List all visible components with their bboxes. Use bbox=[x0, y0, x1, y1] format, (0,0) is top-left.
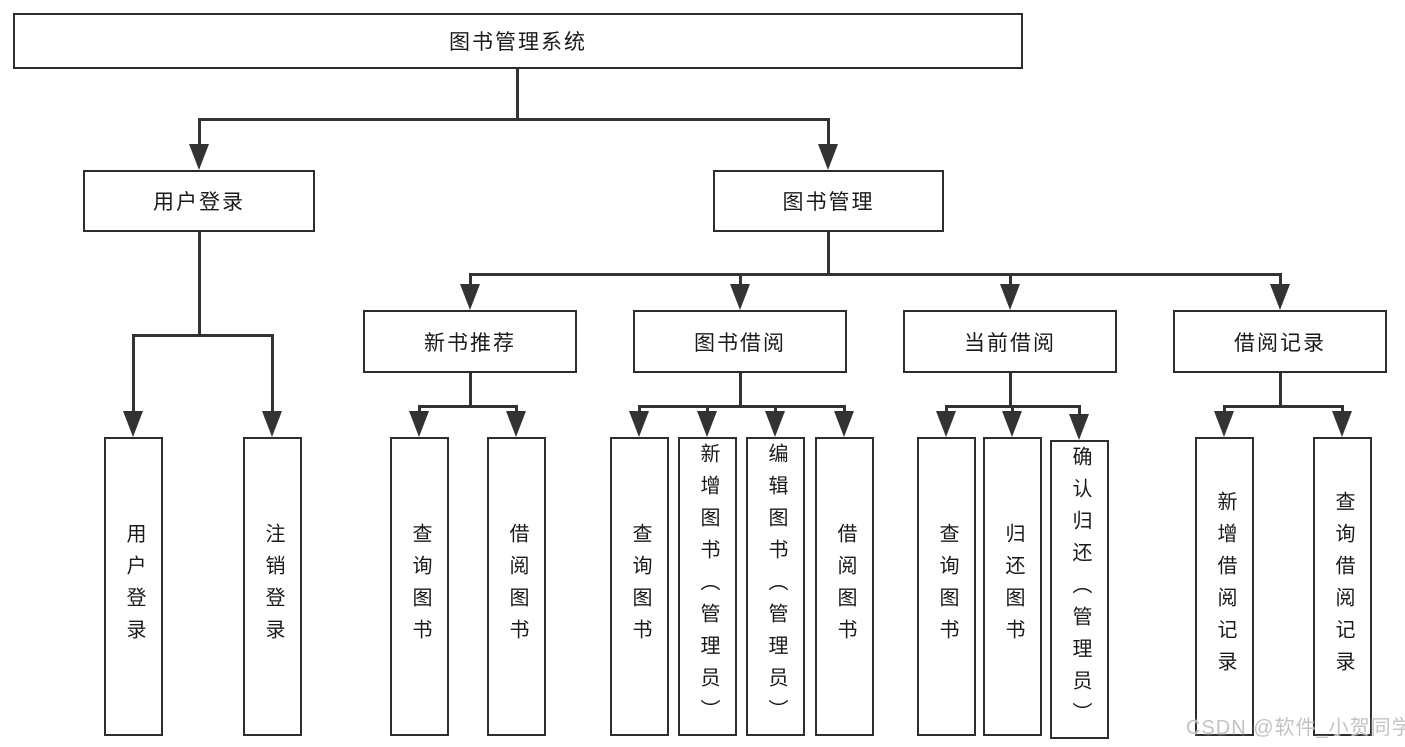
node-borrow-books: 借阅图书 bbox=[815, 437, 874, 736]
connector-line bbox=[1279, 276, 1282, 286]
connector-line bbox=[132, 334, 274, 337]
node-borrowing-records: 借阅记录 bbox=[1173, 310, 1387, 373]
node-confirm-return-admin: 确认归还（管理员） bbox=[1050, 440, 1109, 739]
arrow-down-icon bbox=[189, 144, 209, 170]
node-label: 图书管理 bbox=[782, 191, 875, 214]
connector-line bbox=[198, 232, 201, 334]
connector-line bbox=[945, 405, 1081, 408]
node-library-management-system: 图书管理系统 bbox=[13, 13, 1023, 69]
node-query-books-current: 查询图书 bbox=[917, 437, 976, 736]
arrow-down-icon bbox=[460, 284, 480, 310]
node-label: 借阅图书 bbox=[506, 522, 528, 651]
arrow-down-icon bbox=[123, 411, 143, 437]
connector-line bbox=[739, 276, 742, 286]
node-add-books-admin: 新增图书（管理员） bbox=[678, 437, 737, 736]
arrow-down-icon bbox=[629, 411, 649, 437]
connector-line bbox=[1279, 373, 1282, 405]
node-label: 新增图书（管理员） bbox=[697, 442, 719, 731]
connector-line bbox=[198, 118, 830, 121]
csdn-watermark: CSDN @软件_小贺同学 bbox=[1186, 717, 1405, 739]
node-label: 编辑图书（管理员） bbox=[765, 442, 787, 731]
node-label: 用户登录 bbox=[153, 191, 245, 214]
arrow-down-icon bbox=[409, 411, 429, 437]
connector-line bbox=[739, 373, 742, 405]
arrow-down-icon bbox=[1332, 411, 1352, 437]
arrow-down-icon bbox=[1000, 284, 1020, 310]
node-borrow-books-recommend: 借阅图书 bbox=[487, 437, 546, 736]
node-label: 查询图书 bbox=[936, 522, 958, 651]
arrow-down-icon bbox=[834, 411, 854, 437]
arrow-down-icon bbox=[730, 284, 750, 310]
node-add-borrow-record: 新增借阅记录 bbox=[1195, 437, 1254, 736]
node-label: 注销登录 bbox=[262, 522, 284, 651]
node-label: 查询图书 bbox=[409, 522, 431, 651]
connector-line bbox=[469, 273, 1282, 276]
node-logout: 注销登录 bbox=[243, 437, 302, 736]
node-label: 借阅记录 bbox=[1234, 331, 1326, 355]
arrow-down-icon bbox=[1270, 284, 1290, 310]
node-return-books: 归还图书 bbox=[983, 437, 1042, 736]
connector-line bbox=[198, 121, 201, 146]
arrow-down-icon bbox=[936, 411, 956, 437]
connector-line bbox=[516, 69, 519, 121]
node-label: 新书推荐 bbox=[424, 331, 516, 355]
connector-line bbox=[132, 337, 135, 413]
arrow-down-icon bbox=[818, 144, 838, 170]
node-label: 新增借阅记录 bbox=[1214, 490, 1236, 683]
arrow-down-icon bbox=[1214, 411, 1234, 437]
node-label: 当前借阅 bbox=[964, 331, 1056, 355]
node-new-book-recommendation: 新书推荐 bbox=[363, 310, 577, 373]
node-label: 查询图书 bbox=[629, 522, 651, 651]
node-label: 归还图书 bbox=[1002, 522, 1024, 651]
connector-line bbox=[469, 373, 472, 405]
node-query-books-borrow: 查询图书 bbox=[610, 437, 669, 736]
node-edit-books-admin: 编辑图书（管理员） bbox=[746, 437, 805, 736]
arrow-down-icon bbox=[506, 411, 526, 437]
connector-line bbox=[1078, 408, 1081, 414]
node-book-management: 图书管理 bbox=[713, 170, 944, 232]
node-label: 查询借阅记录 bbox=[1332, 490, 1354, 683]
arrow-down-icon bbox=[765, 411, 785, 437]
node-user-login-group: 用户登录 bbox=[83, 170, 315, 232]
connector-line bbox=[469, 276, 472, 286]
connector-line bbox=[827, 232, 830, 273]
arrow-down-icon bbox=[1002, 411, 1022, 437]
arrow-down-icon bbox=[697, 411, 717, 437]
arrow-down-icon bbox=[1069, 414, 1089, 440]
node-query-books-recommend: 查询图书 bbox=[390, 437, 449, 736]
node-label: 确认归还（管理员） bbox=[1069, 445, 1091, 734]
connector-line bbox=[271, 337, 274, 413]
node-user-login: 用户登录 bbox=[104, 437, 163, 736]
connector-line bbox=[1223, 405, 1344, 408]
node-label: 图书借阅 bbox=[694, 331, 786, 355]
node-book-borrowing: 图书借阅 bbox=[633, 310, 847, 373]
connector-line bbox=[1009, 276, 1012, 286]
node-label: 用户登录 bbox=[123, 522, 145, 651]
node-label: 图书管理系统 bbox=[449, 31, 587, 54]
node-query-borrow-record: 查询借阅记录 bbox=[1313, 437, 1372, 736]
node-label: 借阅图书 bbox=[834, 522, 856, 651]
node-current-borrowing: 当前借阅 bbox=[903, 310, 1117, 373]
connector-line bbox=[827, 121, 830, 146]
connector-line bbox=[418, 405, 518, 408]
connector-line bbox=[638, 405, 846, 408]
arrow-down-icon bbox=[262, 411, 282, 437]
connector-line bbox=[1009, 373, 1012, 405]
